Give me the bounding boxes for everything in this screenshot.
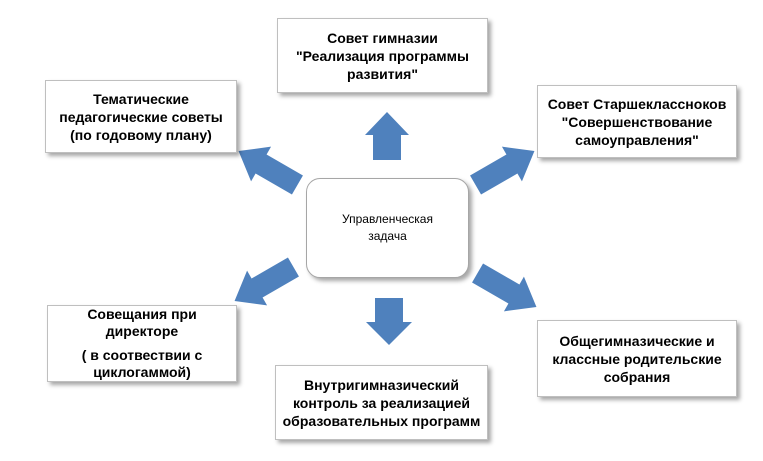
box-internal-control: Внутригимназический контроль за реализац… — [275, 365, 488, 440]
box-line: ( в соотвествии с — [81, 347, 203, 363]
box-line: "Реализация программы — [296, 47, 469, 64]
arrow-up — [365, 112, 409, 160]
box-line: классные родительские — [552, 350, 722, 367]
box-line: образовательных программ — [282, 412, 481, 429]
box-line: самоуправления" — [575, 131, 699, 148]
center-node: Управленческая задача — [306, 178, 469, 278]
box-senior-students-council: Совет Старшеклассноков "Совершенствовани… — [537, 85, 737, 158]
center-node-label: Управленческая задача — [342, 212, 433, 243]
arrow-down-left — [234, 257, 299, 306]
box-line: Общегимназические и — [559, 332, 715, 349]
arrow-down — [366, 298, 412, 345]
box-line: (по годовому плану) — [70, 126, 212, 143]
box-line: развития" — [347, 65, 418, 82]
arrow-up-right — [470, 146, 535, 195]
box-parent-meetings: Общегимназические и классные родительски… — [537, 320, 737, 397]
box-director-meetings: Совещания при директоре ( в соотвествии … — [47, 305, 237, 382]
arrow-up-left — [238, 146, 303, 195]
box-line: директоре — [105, 323, 179, 339]
box-gymnasium-council: Совет гимназии "Реализация программы раз… — [277, 18, 488, 93]
box-thematic-councils: Тематические педагогические советы (по г… — [45, 80, 237, 153]
box-line: циклогаммой) — [93, 364, 191, 380]
box-line: Совещания при — [87, 306, 197, 322]
box-line: "Совершенствование — [561, 113, 713, 130]
box-line: педагогические советы — [59, 108, 223, 125]
box-line: Совет гимназии — [327, 29, 438, 46]
box-line: Внутригимназический — [303, 376, 460, 393]
box-line: Совет Старшеклассноков — [547, 95, 727, 112]
box-line: собрания — [603, 368, 671, 385]
box-line: Тематические — [93, 90, 189, 107]
arrow-down-right — [472, 263, 537, 312]
box-line: контроль за реализацией — [292, 394, 471, 411]
